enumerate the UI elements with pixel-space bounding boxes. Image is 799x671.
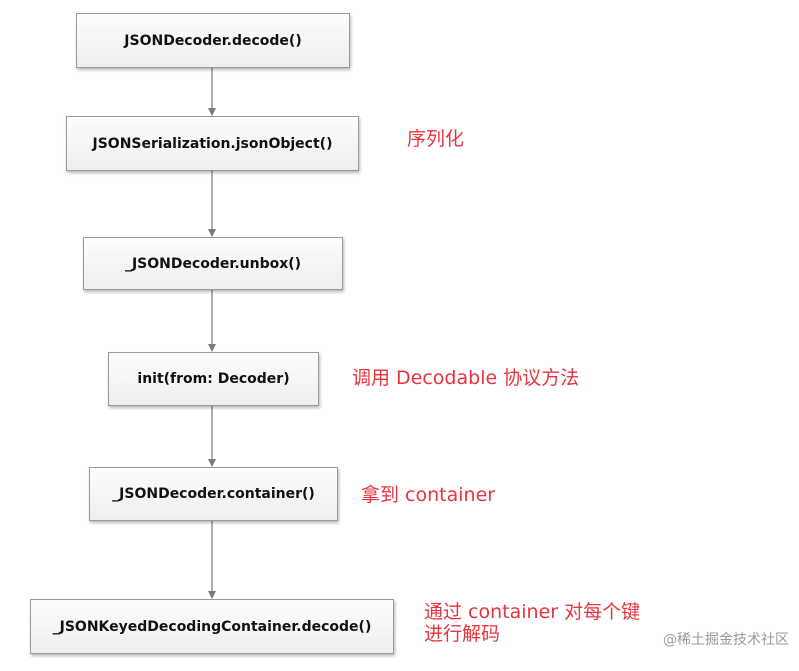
- note-keyed-decode-line-2: 进行解码: [424, 623, 501, 645]
- node-keyed-decoding-container-decode: _JSONKeyedDecodingContainer.decode(): [30, 599, 394, 654]
- note-get-container: 拿到 container: [361, 484, 496, 506]
- note-serialization: 序列化: [407, 128, 465, 150]
- node-jsondecoder-unbox: _JSONDecoder.unbox(): [83, 237, 343, 290]
- node-jsondecoder-container: _JSONDecoder.container(): [89, 467, 338, 521]
- node-jsondecoder-decode: JSONDecoder.decode(): [76, 13, 350, 68]
- note-init-decodable-protocol: 调用 Decodable 协议方法: [352, 367, 580, 389]
- node-init-from-decoder: init(from: Decoder): [108, 352, 319, 406]
- node-jsonserialization-jsonobject: JSONSerialization.jsonObject(): [66, 116, 359, 171]
- watermark: @稀土掘金技术社区: [663, 632, 789, 648]
- note-keyed-decode-line-1: 通过 container 对每个键: [424, 601, 641, 623]
